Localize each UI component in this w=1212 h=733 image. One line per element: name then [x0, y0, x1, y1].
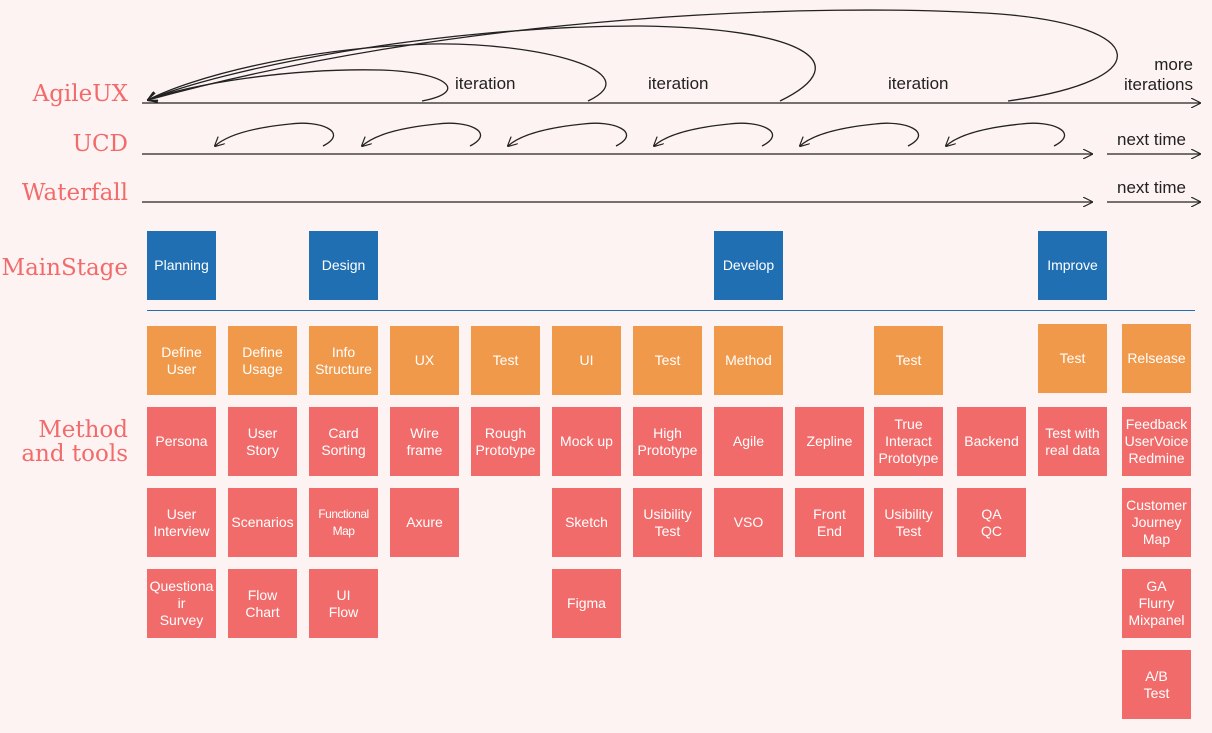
tool-test-real-data: Test with real data — [1038, 407, 1107, 476]
tool-qa-qc: QA QC — [957, 488, 1026, 557]
stage-planning: Planning — [147, 231, 216, 300]
ucd-loop-2 — [362, 122, 482, 146]
ucd-loop-3 — [508, 122, 628, 146]
agile-iteration-label-3: iteration — [888, 74, 949, 93]
ucd-loop-4 — [654, 122, 774, 146]
stage-design: Design — [309, 231, 378, 300]
tool-usability-test-1: Usibility Test — [633, 488, 702, 557]
tool-mock-up: Mock up — [552, 407, 621, 476]
step-test-4: Test — [1038, 324, 1107, 393]
step-test-2: Test — [633, 326, 702, 395]
tool-backend: Backend — [957, 407, 1026, 476]
agile-more-iterations-label: more iterations — [1124, 55, 1193, 94]
ucd-loop-5 — [800, 122, 920, 146]
tool-card-sorting: Card Sorting — [309, 407, 378, 476]
row-label-method-tools: Method and tools — [21, 417, 128, 467]
tool-agile: Agile — [714, 407, 783, 476]
agile-arc-4 — [148, 9, 1118, 101]
agile-arc-2 — [148, 43, 607, 102]
ucd-loop-1 — [215, 122, 335, 146]
tool-axure: Axure — [390, 488, 459, 557]
tool-user-interview: User Interview — [147, 488, 216, 557]
tool-questionnaire-survey: Questiona ir Survey — [147, 569, 216, 638]
tool-user-story: User Story — [228, 407, 297, 476]
agile-iteration-label-2: iteration — [648, 74, 709, 93]
tool-figma: Figma — [552, 569, 621, 638]
tool-functional-map: Functional Map — [309, 488, 378, 557]
tool-rough-prototype: Rough Prototype — [471, 407, 540, 476]
tool-sketch: Sketch — [552, 488, 621, 557]
step-ui: UI — [552, 326, 621, 395]
tool-vso: VSO — [714, 488, 783, 557]
tool-true-interact-prototype: True Interact Prototype — [874, 407, 943, 476]
waterfall-next-time-label: next time — [1117, 178, 1186, 197]
tool-zepline: Zepline — [795, 407, 864, 476]
step-define-usage: Define Usage — [228, 326, 297, 395]
tool-customer-journey-map: Customer Journey Map — [1122, 488, 1191, 557]
row-label-mainstage: MainStage — [1, 255, 128, 281]
step-test-3: Test — [874, 326, 943, 395]
tool-persona: Persona — [147, 407, 216, 476]
ucd-next-time-label: next time — [1117, 130, 1186, 149]
stage-develop: Develop — [714, 231, 783, 300]
tool-ui-flow: UI Flow — [309, 569, 378, 638]
tool-high-prototype: High Prototype — [633, 407, 702, 476]
tool-front-end: Front End — [795, 488, 864, 557]
agile-arc-1 — [148, 69, 449, 101]
tool-feedback: Feedback UserVoice Redmine — [1122, 407, 1191, 476]
agile-arc-3 — [148, 25, 816, 101]
tool-flow-chart: Flow Chart — [228, 569, 297, 638]
step-info-structure: Info Structure — [309, 326, 378, 395]
tool-ab-test: A/B Test — [1122, 650, 1191, 719]
step-ux: UX — [390, 326, 459, 395]
row-label-ucd: UCD — [72, 131, 128, 157]
step-test-1: Test — [471, 326, 540, 395]
step-define-user: Define User — [147, 326, 216, 395]
tool-usability-test-2: Usibility Test — [874, 488, 943, 557]
step-method: Method — [714, 326, 783, 395]
row-label-agileux: AgileUX — [32, 81, 128, 107]
ucd-loop-6 — [946, 122, 1066, 146]
tool-wire-frame: Wire frame — [390, 407, 459, 476]
tool-ga-flurry-mixpanel: GA Flurry Mixpanel — [1122, 569, 1191, 638]
tool-scenarios: Scenarios — [228, 488, 297, 557]
stage-improve: Improve — [1038, 231, 1107, 300]
step-release: Relsease — [1122, 324, 1191, 393]
stage-divider — [147, 310, 1195, 311]
row-label-waterfall: Waterfall — [21, 180, 128, 206]
agile-iteration-label-1: iteration — [455, 74, 516, 93]
